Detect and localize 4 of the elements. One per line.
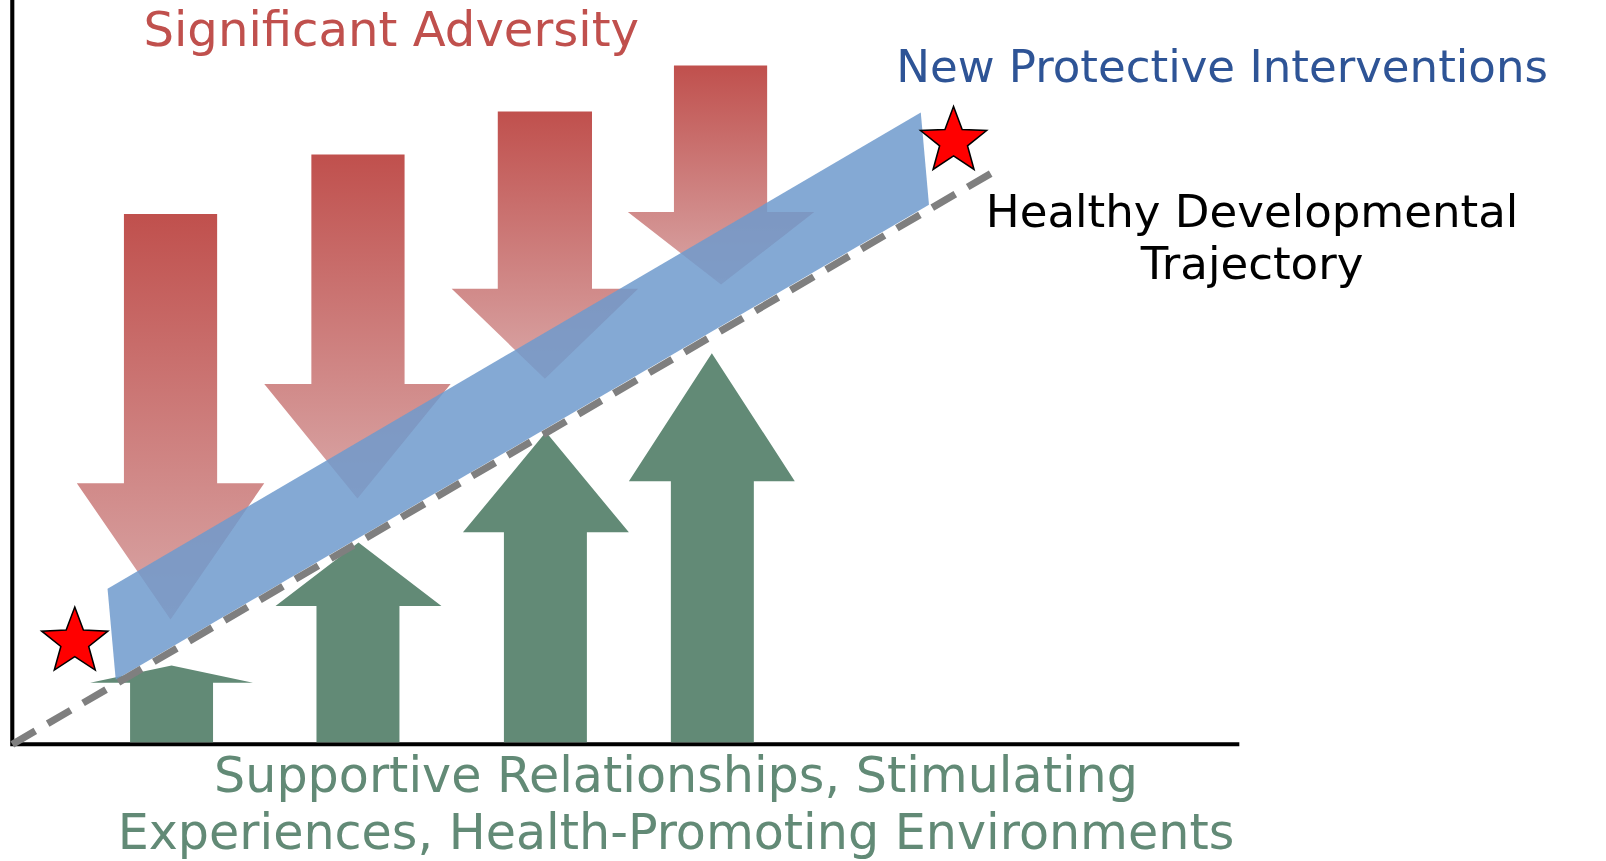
supports-label: Supportive Relationships, Stimulating Experiences, Health-Promoting Environments xyxy=(116,747,1236,861)
interventions-label: New Protective Interventions xyxy=(896,40,1549,93)
trajectory-label: Healthy Developmental Trajectory xyxy=(984,186,1520,290)
adversity-label: Significant Adversity xyxy=(143,2,641,58)
